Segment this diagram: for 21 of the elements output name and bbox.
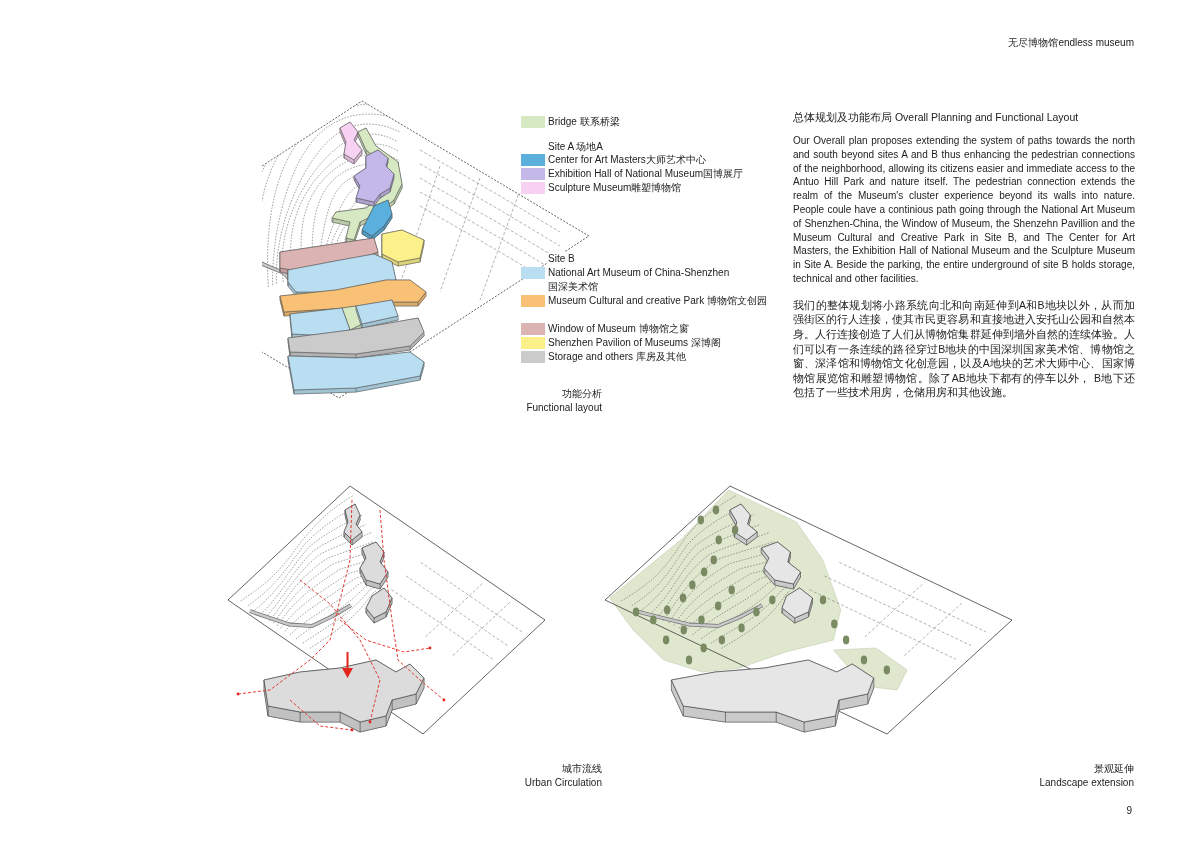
section-heading: 总体规划及功能布局 Overall Planning and Functional Layout <box>793 110 1080 124</box>
legend-heading: Site B <box>548 252 575 265</box>
drawing-caption: Functional layout <box>526 401 602 414</box>
legend-heading: Site A 场地A <box>548 140 604 153</box>
legend-label: Museum Cultural and creative Park 博物馆文创园 <box>548 294 767 308</box>
body-paragraph: Our Overall plan proposes extending the system of paths towards the north and south beyond sites A and B thus enhancing the pedestrian connections of the neighborhood, allowing its citizens easier and immediate access to the Antuo Hill Park and nature itself. The pedestrian connection extends the realm of the Museum's cluster experience beyond its walls into nature. People coule have a continious path going through the National Art Museum of Shenzhen-China, the Window of Museum, the Shenzehn Pavillion and the Museum Cultural and Creative Park in Site B, and The Center for Art Masters, the Exhibition Hall of National Museum and the Sculpture Museum in Site A. Beside the parking, the entire underground of site B holds storage, technical and other facilities. <box>793 134 1135 286</box>
legend-label: Exhibition Hall of National Museum国博展厅 <box>548 167 744 181</box>
body-paragraph: 我们的整体规划将小路系统向北和向南延伸到A和B地块以外，从而加强街区的行人连接，使其市民更容易和直接地进入安托山公园和自然本身。人行连接创造了人们从博物馆集群延伸到墙外自然的连续体验。人们可以有一条连续的路径穿过B地块的中国深圳国家美术馆、博物馆之窗、深泽馆和博物馆文化创意园，以及A地块的艺术大师中心、国家博物馆展览馆和雕塑博物馆。除了AB地块下都有的停车以外， B地下还包括了一些技术用房，仓储用房和其他设施。 <box>793 297 1135 400</box>
drawing-caption: Landscape extension <box>1039 776 1134 789</box>
page-number: 9 <box>1126 804 1132 817</box>
legend-label: Shenzhen Pavilion of Museums 深博阁 <box>548 336 721 350</box>
legend-label: Bridge 联系桥梁 <box>548 115 620 129</box>
drawing-caption: 景观延伸 <box>1094 762 1134 775</box>
page-header: 无尽博物馆endless museum <box>1008 36 1134 49</box>
legend-label: Center for Art Masters大师艺术中心 <box>548 153 706 167</box>
drawing-caption: Urban Circulation <box>524 776 602 789</box>
legend-label: Sculpture Museum雕塑博物馆 <box>548 181 682 195</box>
legend-label: Window of Museum 博物馆之窗 <box>548 322 689 336</box>
drawing-caption: 功能分析 <box>562 387 602 400</box>
legend-label: Storage and others 库房及其他 <box>548 350 686 364</box>
drawing-caption: 城市流线 <box>562 762 602 775</box>
